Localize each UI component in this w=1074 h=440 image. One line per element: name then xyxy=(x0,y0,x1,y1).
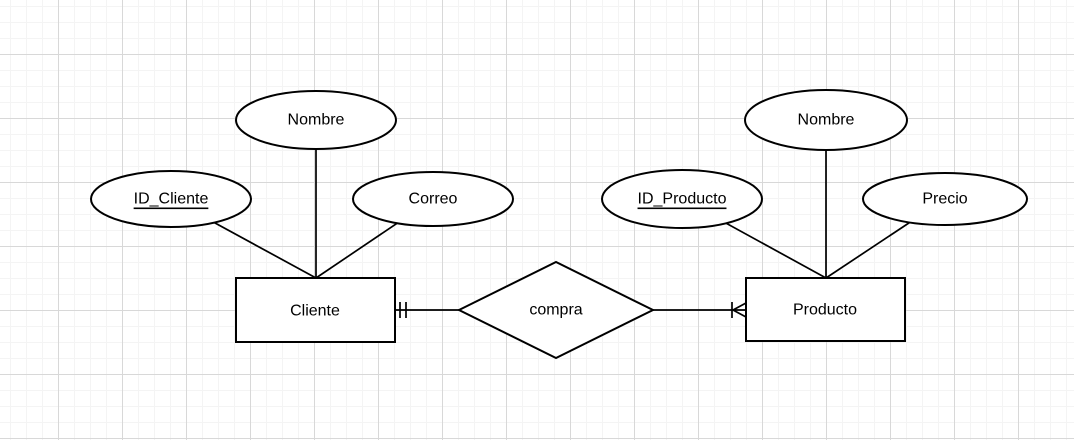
attribute-ellipse[interactable] xyxy=(352,171,514,227)
attribute-label: Correo xyxy=(409,191,458,208)
crow-foot-prong-top xyxy=(732,302,747,311)
entity-label: Cliente xyxy=(290,303,340,320)
entity-rectangle[interactable] xyxy=(745,277,906,342)
entity-rectangle[interactable] xyxy=(235,277,396,343)
attribute-correo-cliente[interactable]: Correo xyxy=(352,171,514,227)
attribute-label: ID_Producto xyxy=(638,191,727,208)
attribute-ellipse[interactable] xyxy=(601,169,763,229)
relationship-compra[interactable]: compra xyxy=(456,260,656,360)
attribute-nombre-producto[interactable]: Nombre xyxy=(744,89,908,151)
relationship-diamond[interactable] xyxy=(456,260,656,360)
attribute-label: Nombre xyxy=(798,112,855,129)
attribute-label: Nombre xyxy=(288,112,345,129)
attribute-label: ID_Cliente xyxy=(134,191,209,208)
attribute-ellipse[interactable] xyxy=(90,170,252,228)
entity-cliente[interactable]: Cliente xyxy=(235,277,396,343)
attribute-id-cliente[interactable]: ID_Cliente xyxy=(90,170,252,228)
entity-producto[interactable]: Producto xyxy=(745,277,906,342)
crow-foot-prong-bottom xyxy=(732,309,747,318)
attribute-precio-producto[interactable]: Precio xyxy=(862,172,1028,226)
attribute-ellipse[interactable] xyxy=(235,90,397,150)
attribute-nombre-cliente[interactable]: Nombre xyxy=(235,90,397,150)
relationship-edge-cliente[interactable] xyxy=(395,302,459,318)
entity-label: Producto xyxy=(793,302,857,319)
relationship-edge-producto[interactable] xyxy=(653,302,747,318)
attribute-ellipse[interactable] xyxy=(744,89,908,151)
relationship-label: compra xyxy=(529,302,582,319)
attribute-ellipse[interactable] xyxy=(862,172,1028,226)
attribute-label: Precio xyxy=(922,191,967,208)
attribute-id-producto[interactable]: ID_Producto xyxy=(601,169,763,229)
